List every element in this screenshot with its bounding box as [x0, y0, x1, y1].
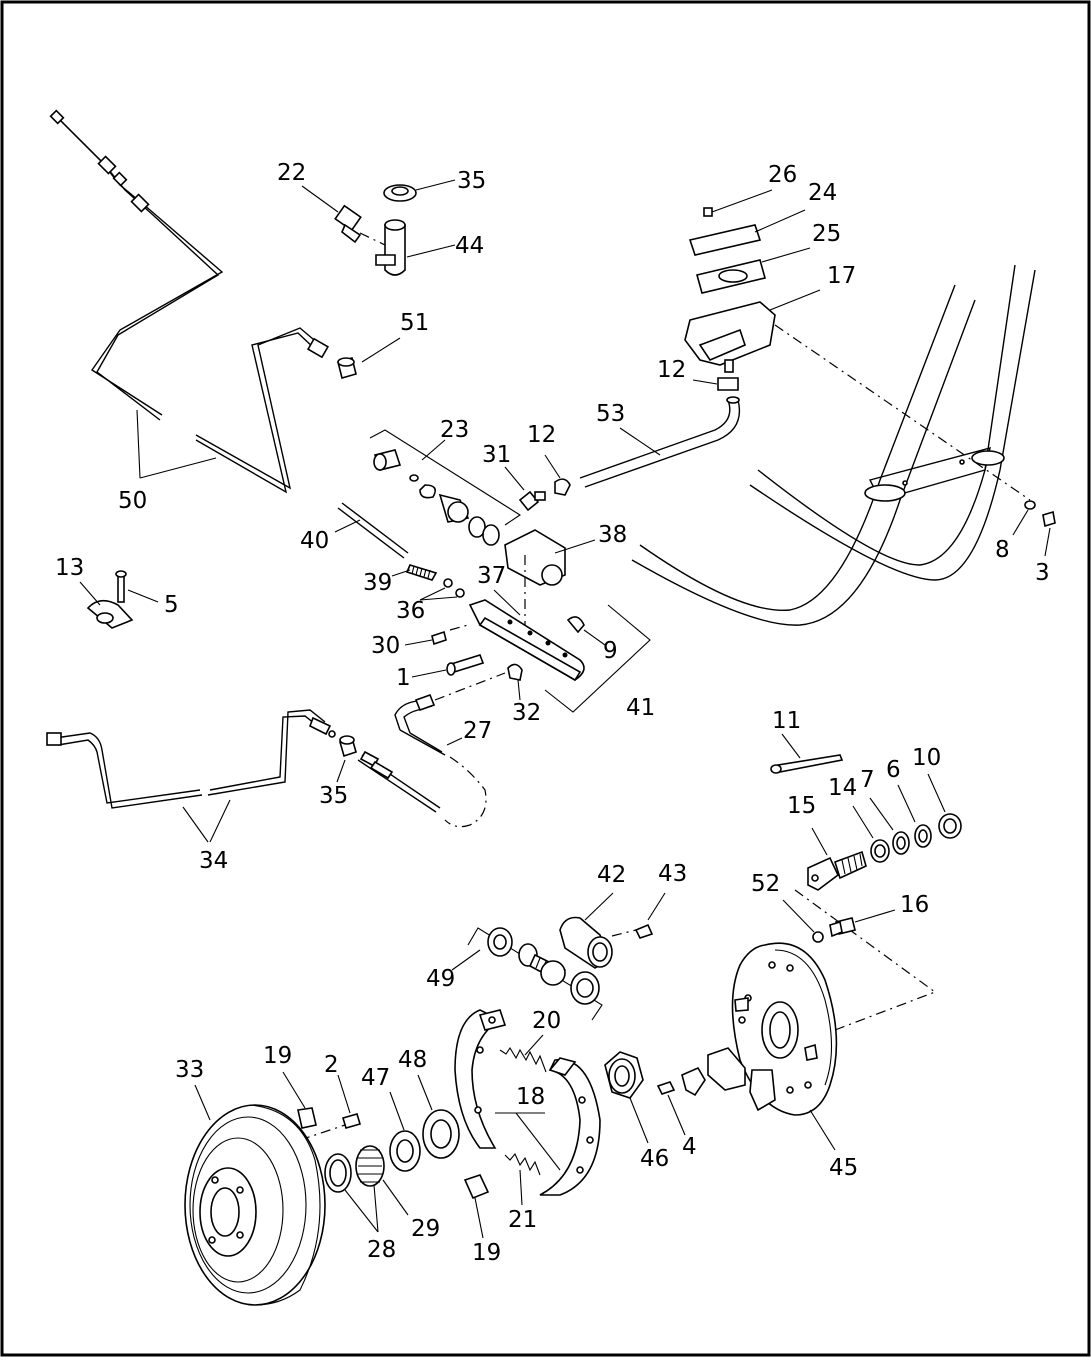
callout-21: 21: [508, 1207, 537, 1233]
tee-fitting-group: [301, 179, 456, 276]
brake-line-50: [49, 109, 330, 494]
backing-plate-45: [731, 942, 936, 1151]
callout-47: 47: [361, 1065, 390, 1091]
callout-14: 14: [828, 775, 857, 801]
callout-19: 19: [472, 1240, 501, 1266]
screw-16-washer-52: [782, 899, 896, 943]
clip-13-screw-5: [79, 570, 159, 629]
callout-49: 49: [426, 966, 455, 992]
screw-8-3: [1012, 500, 1056, 557]
callout-2: 2: [324, 1052, 339, 1078]
callout-26: 26: [768, 162, 797, 188]
callout-39: 39: [363, 570, 392, 596]
callout-42: 42: [597, 862, 626, 888]
callout-52: 52: [751, 871, 780, 897]
callout-32: 32: [512, 700, 541, 726]
callout-22: 22: [277, 160, 306, 186]
callout-1: 1: [396, 665, 411, 691]
callout-50: 50: [118, 488, 147, 514]
callout-41: 41: [626, 695, 655, 721]
callout-15: 15: [787, 793, 816, 819]
callout-45: 45: [829, 1155, 858, 1181]
brake-shoes: [454, 1009, 601, 1239]
callout-33: 33: [175, 1057, 204, 1083]
callout-3: 3: [1035, 560, 1050, 586]
callout-7: 7: [860, 767, 875, 793]
callout-11: 11: [772, 708, 801, 734]
callout-28: 28: [367, 1237, 396, 1263]
callout-8: 8: [995, 537, 1010, 563]
callout-6: 6: [886, 757, 901, 783]
cylinder-kit-49: [451, 927, 603, 1021]
callout-24: 24: [808, 180, 837, 206]
bearings: [282, 1071, 460, 1233]
callout-37: 37: [477, 563, 506, 589]
callout-18: 18: [516, 1084, 545, 1110]
bolt-51: [337, 337, 401, 379]
callout-12: 12: [527, 422, 556, 448]
callout-5: 5: [164, 592, 179, 618]
callout-4: 4: [682, 1134, 697, 1160]
callout-23: 23: [440, 417, 469, 443]
callout-30: 30: [371, 633, 400, 659]
callout-labels: 22 35 44 26 24 25 17 51 12 53 23 31 12 5…: [55, 160, 1050, 1266]
callout-35: 35: [457, 168, 486, 194]
brake-drum-33: [184, 1084, 326, 1306]
nut-46-adjuster: [604, 1047, 746, 1144]
callout-10: 10: [912, 745, 941, 771]
wheel-cylinder-42: [559, 892, 666, 969]
callout-43: 43: [658, 861, 687, 887]
hose-53: [579, 396, 741, 488]
callout-20: 20: [532, 1008, 561, 1034]
junction-block-38: [504, 529, 596, 640]
callout-17: 17: [827, 263, 856, 289]
callout-12: 12: [657, 357, 686, 383]
callout-34: 34: [199, 848, 228, 874]
master-cylinder: [684, 189, 1031, 501]
callout-46: 46: [640, 1146, 669, 1172]
callout-51: 51: [400, 310, 429, 336]
callout-9: 9: [603, 638, 618, 664]
bolt-31-clamp-12: [504, 454, 571, 512]
callout-27: 27: [463, 718, 492, 744]
callout-40: 40: [300, 528, 329, 554]
bracket-41: [404, 589, 651, 713]
callout-16: 16: [900, 892, 929, 918]
callout-29: 29: [411, 1216, 440, 1242]
callout-48: 48: [398, 1047, 427, 1073]
frame-tubes: [631, 264, 1036, 626]
callout-19: 19: [263, 1043, 292, 1069]
brake-line-34: [46, 709, 441, 843]
callout-35: 35: [319, 783, 348, 809]
callout-13: 13: [55, 555, 84, 581]
rod-40-spring-39: [334, 502, 465, 601]
callout-44: 44: [455, 233, 484, 259]
hose-27: [394, 672, 506, 828]
switch-kit-23: [369, 429, 522, 546]
callout-53: 53: [596, 401, 625, 427]
callout-31: 31: [482, 442, 511, 468]
strap-bolt-washers: [770, 733, 962, 993]
callout-25: 25: [812, 221, 841, 247]
callout-36: 36: [396, 598, 425, 624]
callout-38: 38: [598, 522, 627, 548]
